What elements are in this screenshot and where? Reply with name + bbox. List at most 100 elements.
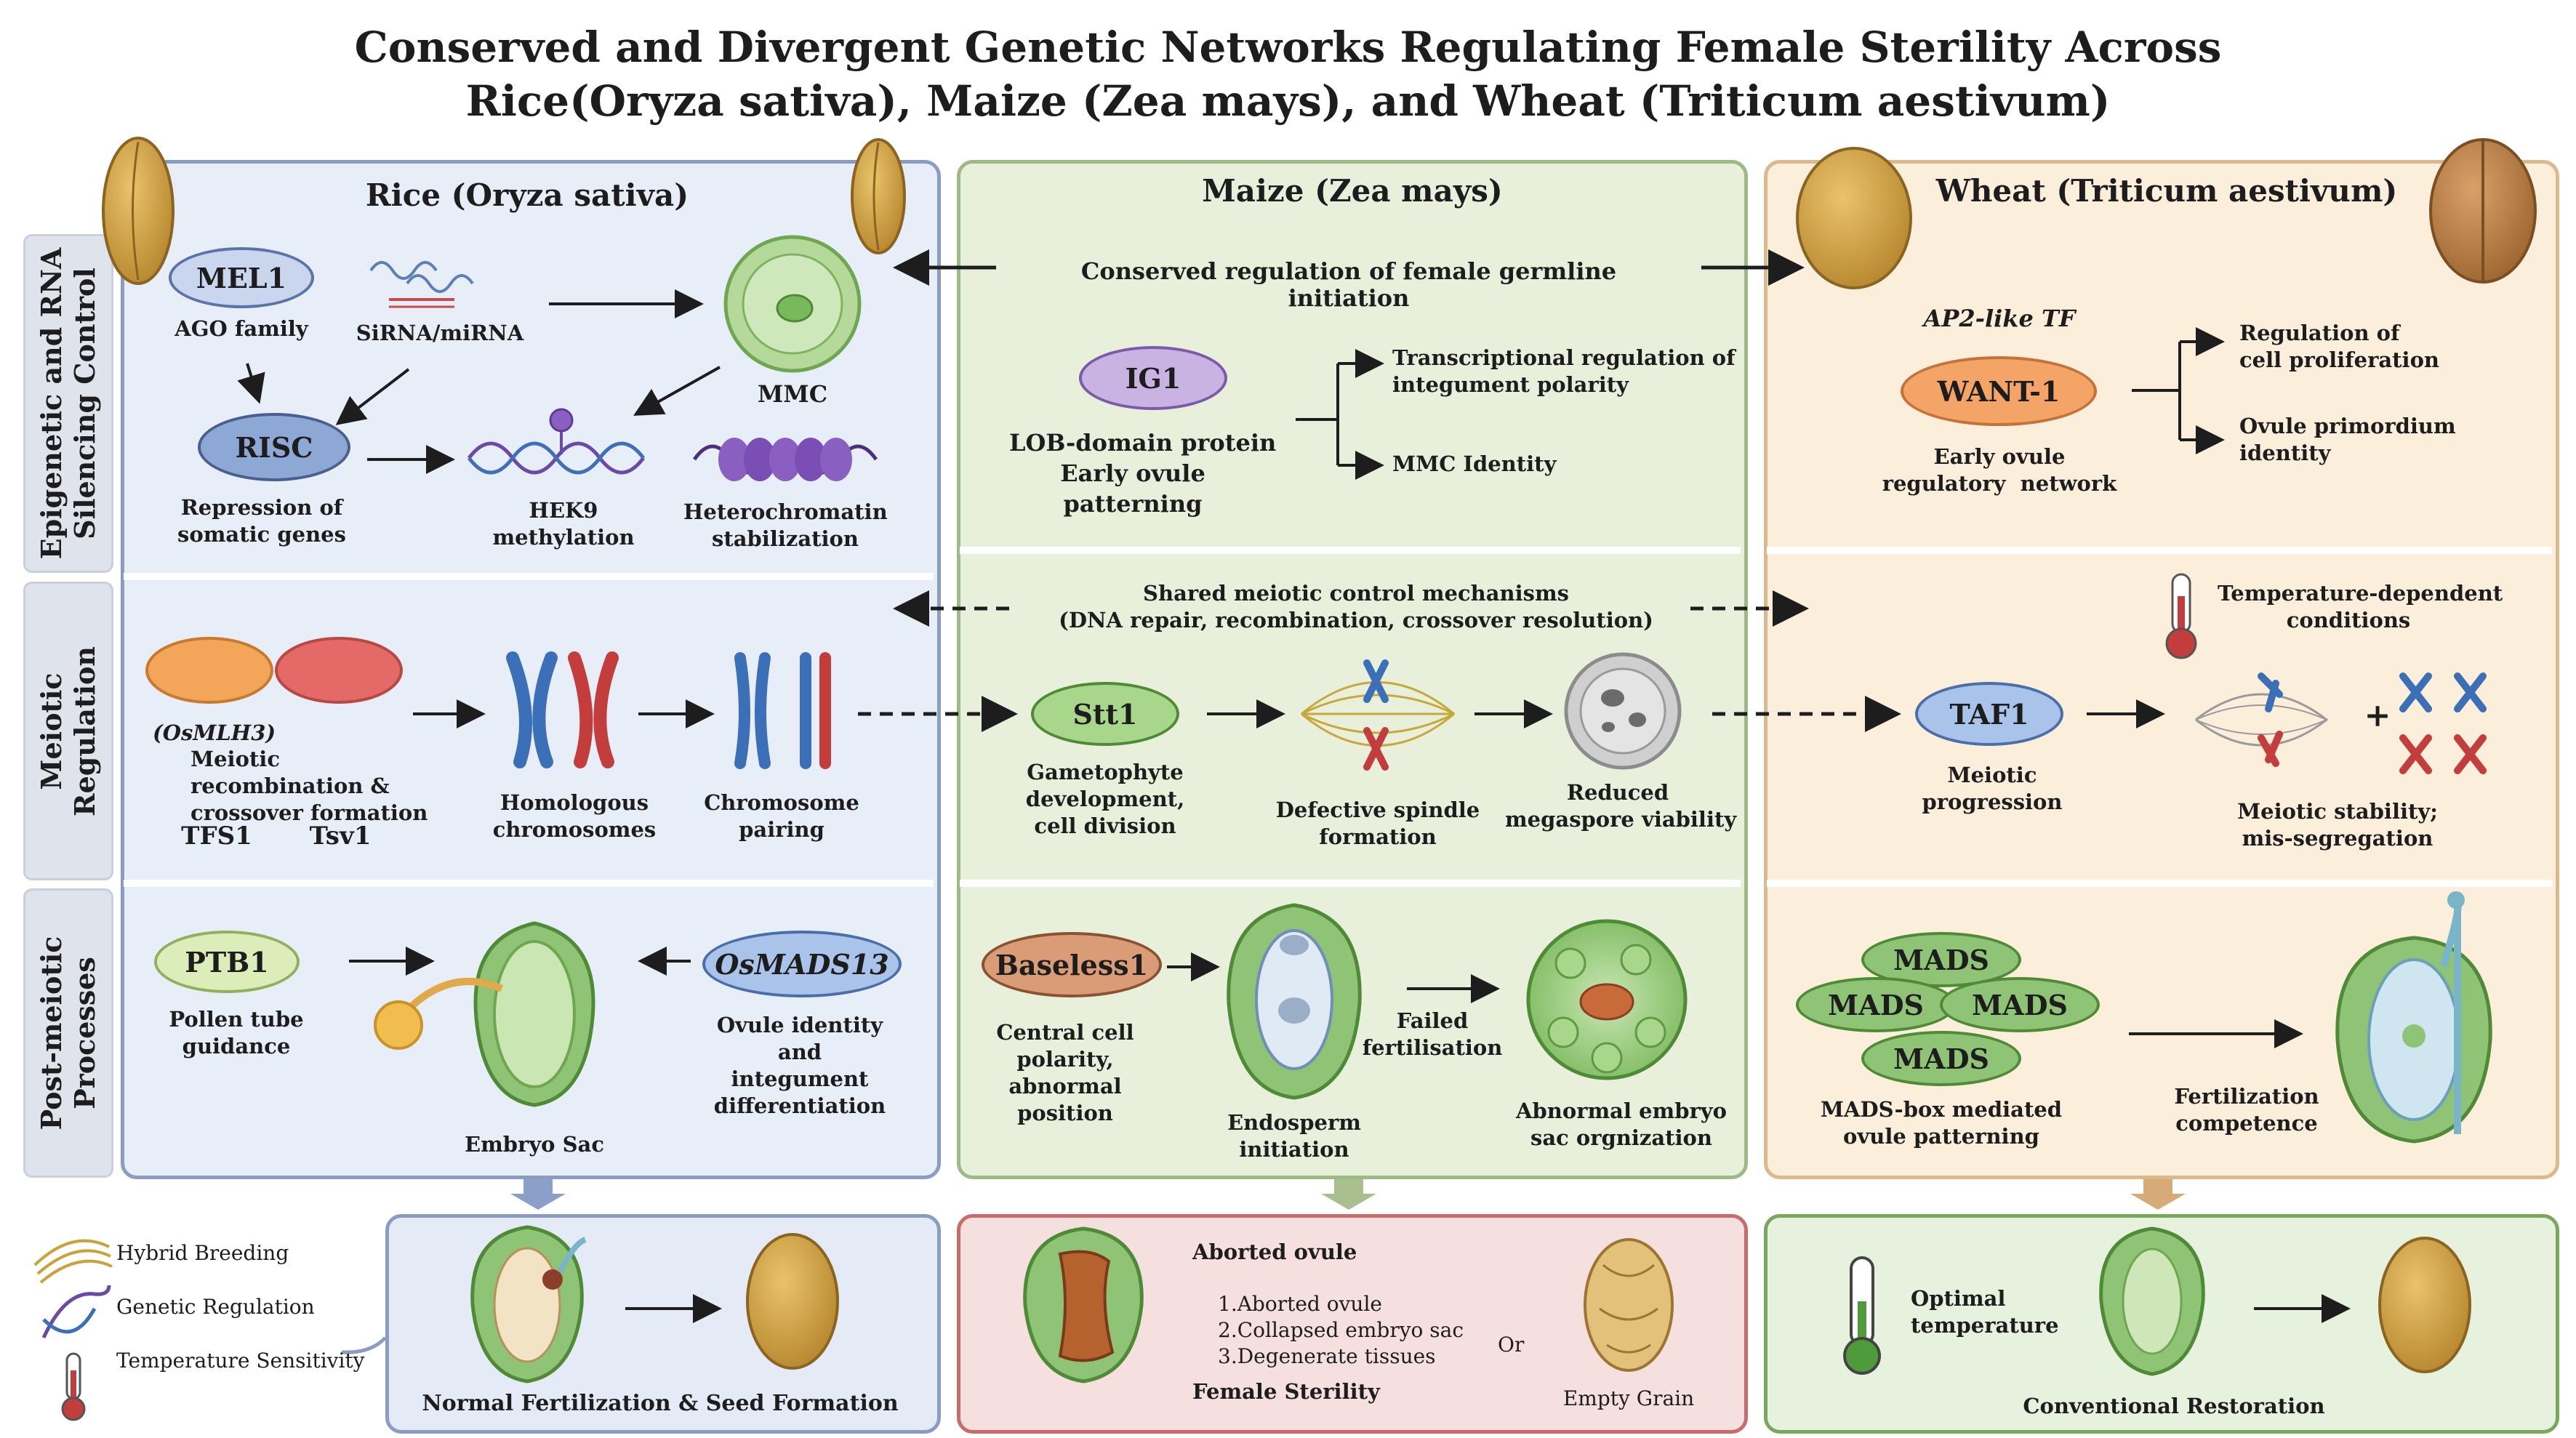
rice-fertilized-ovule-icon bbox=[470, 1225, 587, 1383]
want1-description: Early ovule regulatory network bbox=[1882, 444, 2117, 496]
spindle-icon bbox=[1301, 659, 1455, 771]
rice-down-arrow bbox=[510, 1179, 566, 1210]
dna-icon bbox=[41, 1285, 111, 1339]
mmc-label: MMC bbox=[757, 380, 828, 408]
homologous-label: Homologous chromosomes bbox=[492, 790, 657, 842]
rice-row-divider-1 bbox=[124, 573, 934, 580]
risc-node: RISC bbox=[198, 413, 350, 481]
optimal-thermometer-icon bbox=[1843, 1256, 1881, 1375]
maize-down-arrow bbox=[1321, 1179, 1376, 1210]
maize-row-divider-1 bbox=[960, 547, 1741, 554]
or-label: Or bbox=[1498, 1333, 1525, 1357]
maize-seed-icon bbox=[1796, 147, 1912, 289]
row-label-postmeiotic: Post-meiotic Processes bbox=[23, 888, 113, 1178]
homologous-chromosomes-icon bbox=[506, 651, 619, 768]
ptb1-node: PTB1 bbox=[154, 931, 300, 993]
row-label-meiotic: Meiotic Regulation bbox=[23, 582, 113, 880]
aborted-ovule-icon bbox=[1023, 1226, 1144, 1383]
abnormal-embryo-sac-icon bbox=[1526, 919, 1688, 1080]
wheat-panel-header: Wheat (Triticum aestivum) bbox=[1935, 173, 2398, 209]
title-line-2: Rice(Oryza sativa), Maize (Zea mays), an… bbox=[465, 76, 2111, 126]
legend-genetic-regulation: Genetic Regulation bbox=[116, 1295, 315, 1319]
maize-panel-header: Maize (Zea mays) bbox=[1202, 173, 1503, 209]
baseless1-description: Central cell polarity, abnormal position bbox=[996, 1020, 1134, 1125]
empty-grain-label: Empty Grain bbox=[1562, 1386, 1695, 1410]
repression-label: Repression of somatic genes bbox=[177, 495, 346, 547]
mads-node-right: MADS bbox=[1940, 977, 2100, 1032]
restored-ovule-icon bbox=[2099, 1226, 2205, 1376]
tsv1-label: Tsv1 bbox=[309, 822, 372, 851]
sirna-icon bbox=[369, 261, 474, 308]
mads-node-left: MADS bbox=[1796, 977, 1956, 1032]
aborted-ovule-heading: Aborted ovule bbox=[1192, 1240, 1357, 1264]
want1-branch-arrows bbox=[2132, 327, 2225, 454]
shared-meiotic-label: Shared meiotic control mechanisms (DNA r… bbox=[1059, 581, 1653, 632]
osmlh3-label: (OsMLH3) bbox=[153, 720, 276, 745]
fertilization-competence-label: Fertilization competence bbox=[2174, 1084, 2319, 1136]
endosperm-label: Endosperm initiation bbox=[1227, 1110, 1361, 1162]
thermometer-icon bbox=[2165, 573, 2197, 659]
failed-fertilisation-label: Failed fertilisation bbox=[1362, 1008, 1503, 1060]
stt1-node: Stt1 bbox=[1031, 682, 1179, 746]
heterochromatin-icon bbox=[692, 438, 878, 481]
rice-row-divider-2 bbox=[124, 880, 934, 887]
ig1-node: IG1 bbox=[1079, 346, 1227, 410]
sterility-symptom-list: 1.Aborted ovule 2.Collapsed embryo sac 3… bbox=[1218, 1292, 1464, 1368]
osmlh3-protein-icon-b bbox=[275, 637, 403, 704]
maize-endosperm-icon bbox=[1227, 903, 1362, 1100]
rice-outcome-label: Normal Fertilization & Seed Formation bbox=[422, 1391, 899, 1416]
wheat-row-divider-2 bbox=[1767, 880, 2552, 887]
rice-seed-outcome-icon bbox=[746, 1233, 839, 1370]
ago-family-label: AGO family bbox=[174, 316, 308, 341]
legend-hybrid-breeding: Hybrid Breeding bbox=[116, 1241, 289, 1265]
ap2-like-tf-label: AP2-like TF bbox=[1923, 305, 2076, 332]
ig1-description: LOB-domain protein Early ovule patternin… bbox=[1009, 429, 1277, 518]
title-line-1: Conserved and Divergent Genetic Networks… bbox=[354, 23, 2222, 72]
wheat-down-arrow bbox=[2130, 1179, 2186, 1210]
maize-row-divider-2 bbox=[960, 880, 1741, 887]
megaspore-icon bbox=[1564, 652, 1682, 770]
osmads13-node: OsMADS13 bbox=[702, 931, 902, 997]
taf1-description: Meiotic progression bbox=[1922, 763, 2063, 814]
sirna-label: SiRNA/miRNA bbox=[356, 321, 524, 345]
megaspore-label: Reduced megaspore viability bbox=[1505, 780, 1737, 832]
wheat-seed-icon bbox=[2429, 138, 2537, 284]
mel1-node: MEL1 bbox=[169, 247, 314, 308]
baseless1-node: Baseless1 bbox=[982, 932, 1162, 997]
legend-temperature-sensitivity: Temperature Sensitivity bbox=[116, 1349, 365, 1373]
row-label-epigenetic: Epigenetic and RNA Silencing Control bbox=[23, 234, 113, 573]
mads-node-bottom: MADS bbox=[1861, 1031, 2021, 1086]
abnormal-embryo-label: Abnormal embryo sac orgnization bbox=[1516, 1098, 1727, 1150]
cell-proliferation-label: Regulation of cell proliferation bbox=[2239, 321, 2440, 372]
osmlh3-description: Meiotic recombination & crossover format… bbox=[190, 747, 428, 825]
osmlh3-protein-icon-a bbox=[145, 637, 273, 704]
spindle-label: Defective spindle formation bbox=[1275, 798, 1480, 849]
pairing-label: Chromosome pairing bbox=[704, 790, 859, 842]
temperature-icon bbox=[61, 1352, 86, 1421]
legend-connector bbox=[341, 1336, 387, 1354]
plus-sign: + bbox=[2364, 697, 2391, 734]
hek9-label: HEK9 methylation bbox=[492, 498, 635, 550]
osmads13-description: Ovule identity and integument differenti… bbox=[713, 1013, 886, 1118]
optimal-temperature-label: Optimal temperature bbox=[1911, 1286, 2059, 1338]
ovule-primordium-label: Ovule primordium identity bbox=[2239, 414, 2456, 465]
empty-grain-icon bbox=[1584, 1238, 1674, 1372]
rice-embryo-sac-icon bbox=[374, 921, 595, 1107]
dna-methylation-icon bbox=[468, 408, 645, 475]
mmc-cell-icon bbox=[723, 235, 862, 373]
hybrid-breeding-icon bbox=[33, 1239, 113, 1284]
wheat-ovule-icon bbox=[2335, 891, 2492, 1144]
temperature-dependent-label: Temperature-dependent conditions bbox=[2218, 581, 2503, 632]
want1-node: WANT-1 bbox=[1901, 356, 2097, 426]
rice-seed-icon-right bbox=[851, 138, 906, 254]
tfs1-label: TFS1 bbox=[181, 822, 252, 851]
heterochromatin-label: Heterochromatin stabilization bbox=[683, 499, 888, 551]
mads-description: MADS-box mediated ovule patterning bbox=[1820, 1097, 2063, 1149]
ig1-branch-arrows bbox=[1296, 349, 1384, 480]
embryo-sac-label: Embryo Sac bbox=[464, 1132, 605, 1157]
stt1-description: Gametophyte development, cell division bbox=[1025, 760, 1185, 838]
rice-panel-header: Rice (Oryza sativa) bbox=[365, 177, 689, 213]
taf1-node: TAF1 bbox=[1915, 682, 2063, 746]
rice-seed-icon-left bbox=[102, 137, 174, 285]
